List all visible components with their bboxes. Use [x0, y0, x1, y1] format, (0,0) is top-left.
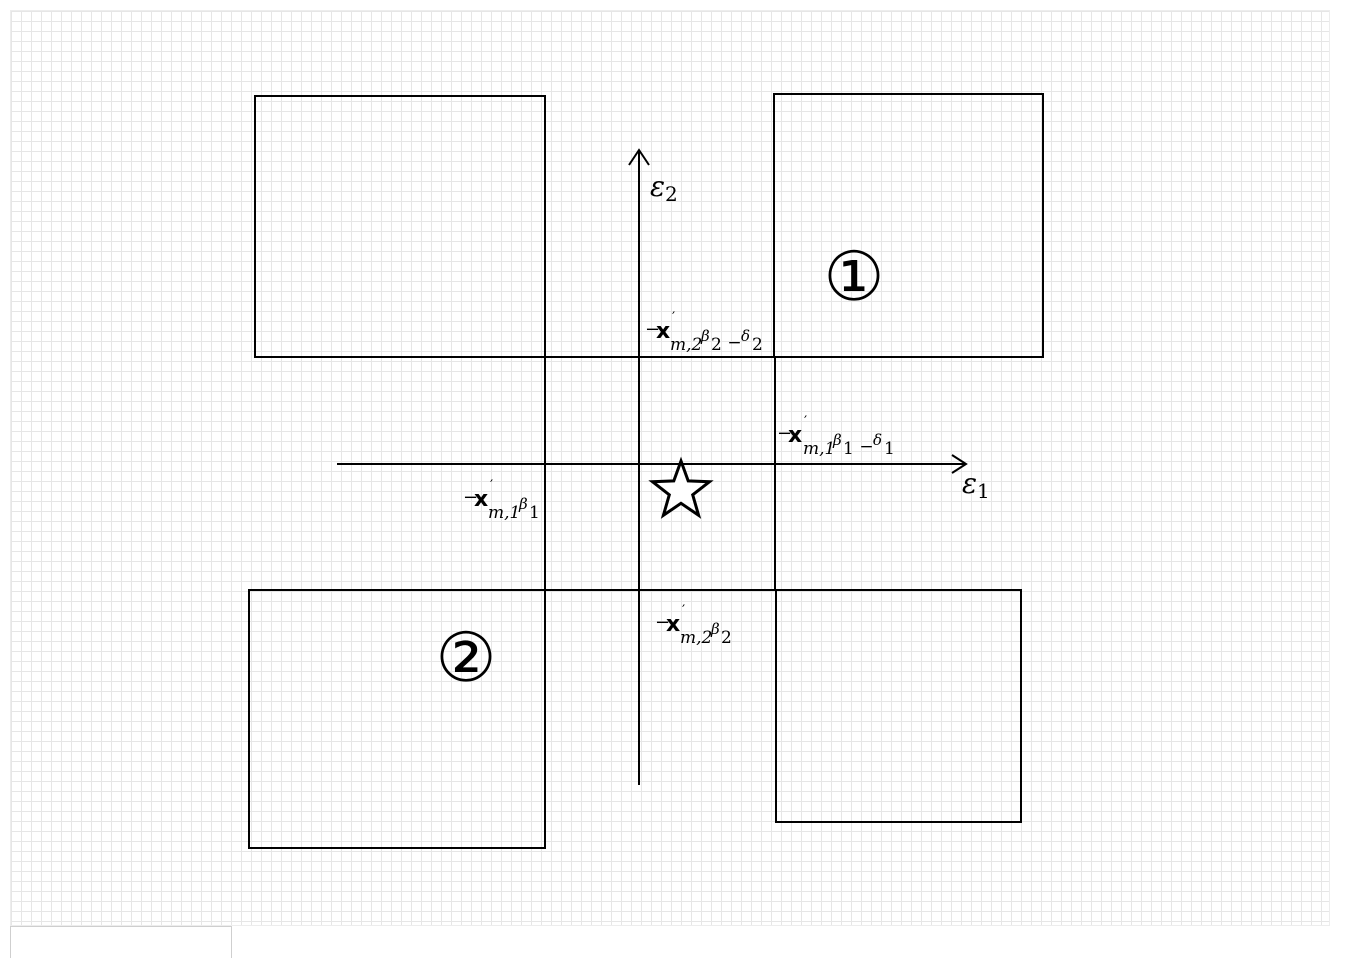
svg-text:β: β	[710, 620, 720, 638]
star-icon	[648, 456, 714, 519]
svg-text:m,1: m,1	[488, 503, 520, 523]
page-tab[interactable]	[10, 926, 232, 958]
svg-text:δ: δ	[873, 431, 882, 449]
region-1-marker: ①	[824, 238, 885, 317]
rect-bottom-right	[775, 589, 1022, 823]
svg-text:−: −	[463, 487, 478, 508]
svg-text:β: β	[518, 495, 528, 513]
svg-text:′: ′	[672, 310, 675, 326]
svg-text:1: 1	[843, 439, 854, 459]
svg-text:−: −	[777, 423, 792, 444]
svg-text:−: −	[722, 333, 747, 353]
svg-text:−: −	[645, 319, 660, 340]
svg-text:2: 2	[721, 628, 732, 648]
svg-text:m,2: m,2	[670, 335, 702, 355]
svg-text:′: ′	[682, 603, 685, 619]
svg-text:′: ′	[804, 414, 807, 430]
svg-text:x: x	[474, 487, 488, 512]
y-axis-label: ε2	[650, 170, 678, 206]
rect-top-right	[773, 93, 1044, 358]
label-lower-bound-eps2: − x ′ m,2 β 2	[655, 603, 732, 648]
svg-text:x: x	[788, 423, 802, 448]
svg-text:1: 1	[529, 503, 540, 523]
y-axis-arrowhead	[628, 148, 650, 166]
svg-text:−: −	[854, 437, 879, 457]
x-axis-label: ε1	[962, 467, 990, 503]
x-axis-arrowhead	[951, 454, 968, 474]
label-upper-bound-eps2: − x ′ m,2 β 2 − δ 2	[645, 310, 763, 355]
svg-text:m,2: m,2	[680, 628, 712, 648]
svg-text:−: −	[655, 612, 670, 633]
svg-text:1: 1	[884, 439, 895, 459]
svg-text:m,1: m,1	[803, 439, 835, 459]
label-upper-bound-eps1: − x ′ m,1 β 1 − δ 1	[777, 414, 895, 459]
canvas-grid	[10, 10, 1330, 926]
rect-top-left	[254, 95, 546, 358]
svg-text:δ: δ	[741, 327, 750, 345]
svg-text:2: 2	[711, 335, 722, 355]
svg-text:β: β	[700, 327, 710, 345]
region-2-marker: ②	[436, 619, 497, 698]
svg-text:x: x	[656, 319, 670, 344]
rect-bottom-left	[248, 589, 546, 849]
label-lower-bound-eps1: − x ′ m,1 β 1	[463, 478, 540, 523]
svg-text:2: 2	[752, 335, 763, 355]
svg-text:x: x	[666, 612, 680, 637]
svg-text:β: β	[832, 431, 842, 449]
svg-text:′: ′	[490, 478, 493, 494]
